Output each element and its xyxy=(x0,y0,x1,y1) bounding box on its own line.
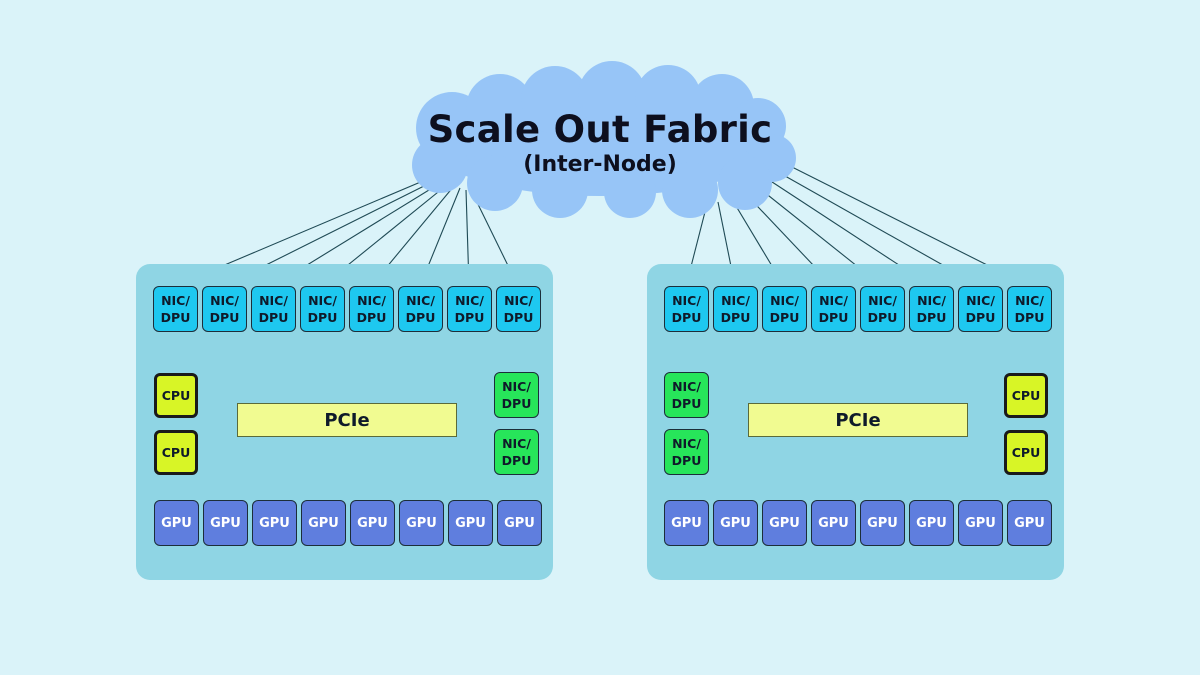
gpu-chip: GPU xyxy=(762,500,807,546)
nic-dpu-chip: NIC/ DPU xyxy=(251,286,296,332)
nic-dpu-chip: NIC/ DPU xyxy=(398,286,443,332)
cpu-chip: CPU xyxy=(1004,373,1048,418)
pcie-bus: PCIe xyxy=(748,403,968,437)
gpu-chip: GPU xyxy=(350,500,395,546)
gpu-chip: GPU xyxy=(909,500,954,546)
cpu-chip: CPU xyxy=(1004,430,1048,475)
side-nic-dpu-chip: NIC/ DPU xyxy=(664,372,709,418)
gpu-chip: GPU xyxy=(203,500,248,546)
nic-dpu-chip: NIC/ DPU xyxy=(811,286,856,332)
cpu-chip: CPU xyxy=(154,430,198,475)
side-nic-dpu-chip: NIC/ DPU xyxy=(494,372,539,418)
gpu-chip: GPU xyxy=(252,500,297,546)
nic-dpu-chip: NIC/ DPU xyxy=(664,286,709,332)
nic-dpu-chip: NIC/ DPU xyxy=(909,286,954,332)
nic-dpu-chip: NIC/ DPU xyxy=(762,286,807,332)
cpu-chip: CPU xyxy=(154,373,198,418)
nic-dpu-chip: NIC/ DPU xyxy=(713,286,758,332)
nic-dpu-chip: NIC/ DPU xyxy=(300,286,345,332)
nic-dpu-chip: NIC/ DPU xyxy=(447,286,492,332)
gpu-chip: GPU xyxy=(448,500,493,546)
side-nic-dpu-chip: NIC/ DPU xyxy=(494,429,539,475)
gpu-chip: GPU xyxy=(154,500,199,546)
gpu-chip: GPU xyxy=(399,500,444,546)
gpu-chip: GPU xyxy=(713,500,758,546)
nic-dpu-chip: NIC/ DPU xyxy=(860,286,905,332)
nic-dpu-chip: NIC/ DPU xyxy=(496,286,541,332)
cloud-title: Scale Out Fabric xyxy=(427,108,773,151)
gpu-chip: GPU xyxy=(958,500,1003,546)
server-node-right: NIC/ DPU NIC/ DPU NIC/ DPU NIC/ DPU NIC/… xyxy=(647,264,1064,580)
nic-dpu-chip: NIC/ DPU xyxy=(958,286,1003,332)
nic-dpu-chip: NIC/ DPU xyxy=(202,286,247,332)
pcie-bus: PCIe xyxy=(237,403,457,437)
side-nic-dpu-chip: NIC/ DPU xyxy=(664,429,709,475)
gpu-chip: GPU xyxy=(301,500,346,546)
gpu-chip: GPU xyxy=(497,500,542,546)
nic-dpu-chip: NIC/ DPU xyxy=(349,286,394,332)
cloud-subtitle: (Inter-Node) xyxy=(523,152,677,177)
gpu-chip: GPU xyxy=(1007,500,1052,546)
gpu-chip: GPU xyxy=(664,500,709,546)
nic-dpu-chip: NIC/ DPU xyxy=(1007,286,1052,332)
gpu-chip: GPU xyxy=(860,500,905,546)
gpu-chip: GPU xyxy=(811,500,856,546)
nic-dpu-chip: NIC/ DPU xyxy=(153,286,198,332)
server-node-left: NIC/ DPU NIC/ DPU NIC/ DPU NIC/ DPU NIC/… xyxy=(136,264,553,580)
